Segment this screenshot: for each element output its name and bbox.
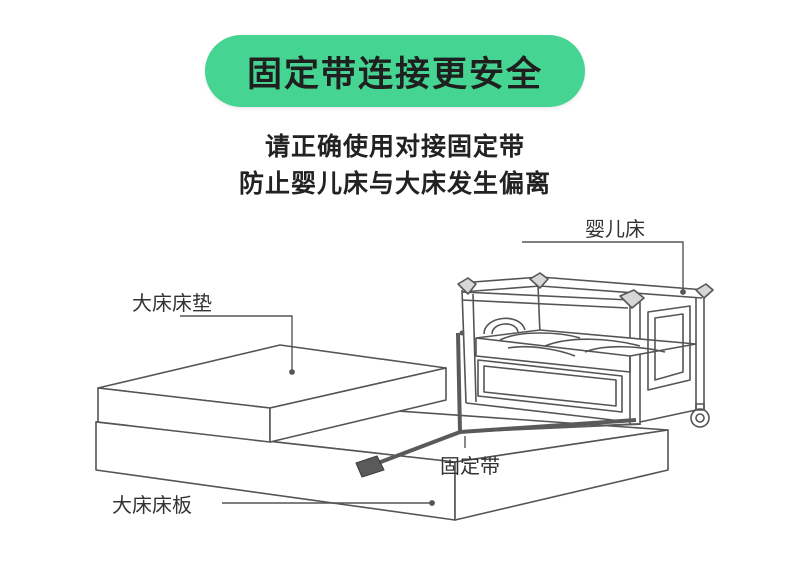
bed-mattress (97, 344, 447, 443)
label-bed-board: 大床床板 (112, 493, 192, 517)
leader-line-crib (522, 241, 684, 292)
label-crib: 婴儿床 (585, 217, 645, 241)
title-banner: 固定带连接更安全 (205, 35, 585, 107)
subtitle-line-1: 请正确使用对接固定带 (264, 132, 525, 161)
label-strap: 固定带 (440, 454, 500, 478)
label-mattress: 大床床垫 (132, 291, 212, 315)
crib (457, 272, 714, 428)
subtitle-line-2: 防止婴儿床与大床发生偏离 (238, 169, 551, 198)
title-text: 固定带连接更安全 (246, 54, 543, 95)
leader-line-mattress (180, 315, 293, 372)
fixing-strap (355, 330, 641, 478)
